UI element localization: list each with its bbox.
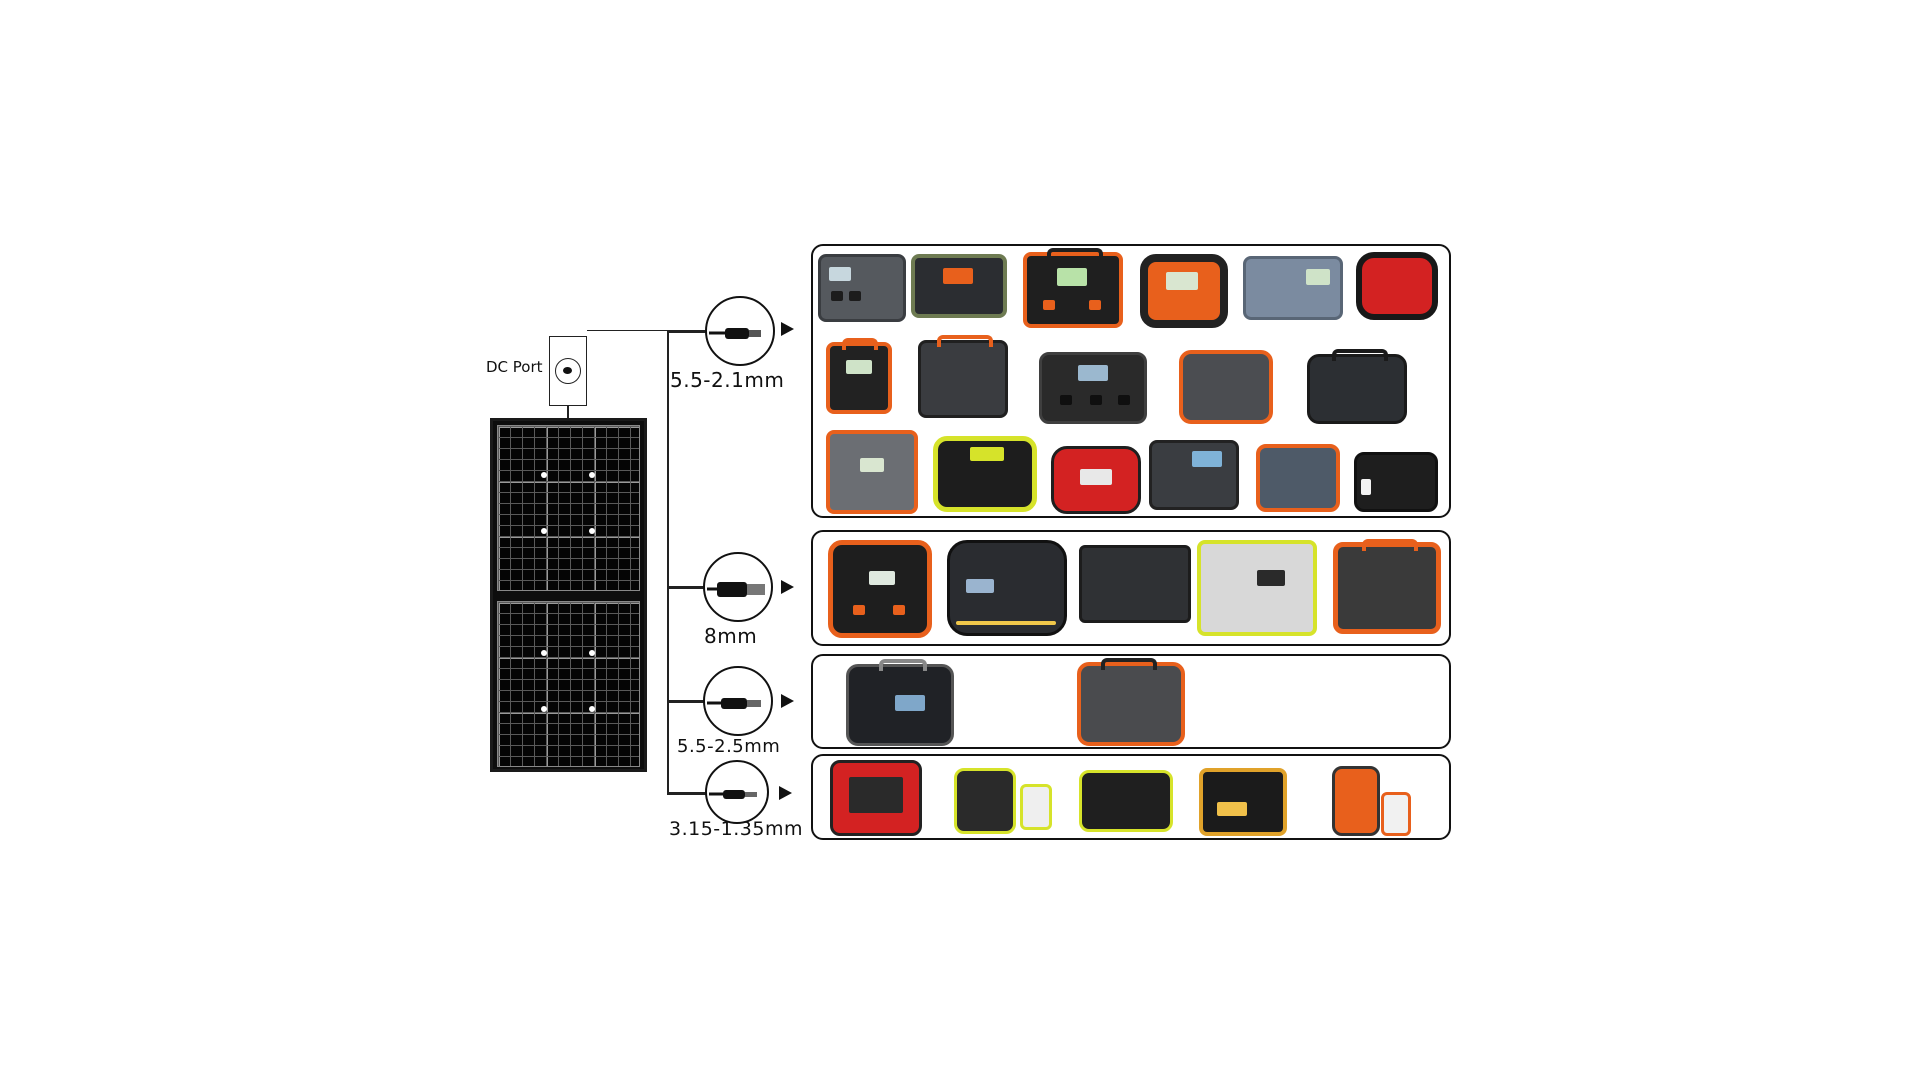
power-station-image — [1023, 248, 1123, 328]
power-station-image — [1197, 540, 1317, 636]
power-station-image — [828, 540, 932, 638]
power-station-image — [1356, 252, 1438, 320]
branch-wire-1 — [667, 330, 711, 333]
solar-panel — [490, 418, 647, 772]
solar-panel-bottom-half — [497, 601, 640, 767]
connector-5.5-2.5mm-icon — [703, 666, 773, 736]
arrow-icon — [781, 694, 794, 708]
power-station-image — [1256, 444, 1340, 512]
connector-label: 5.5-2.5mm — [677, 736, 781, 757]
power-station-image — [1332, 766, 1380, 836]
port-wire-top — [587, 330, 667, 331]
power-station-image — [826, 430, 918, 514]
power-station-image — [1149, 440, 1239, 510]
power-station-image — [947, 540, 1067, 636]
branch-wire-2 — [667, 586, 711, 589]
arrow-icon — [779, 786, 792, 800]
connector-label: 5.5-2.1mm — [670, 368, 785, 392]
arrow-icon — [781, 580, 794, 594]
solar-panel-top-half — [497, 425, 640, 591]
arrow-icon — [781, 322, 794, 336]
power-station-image — [818, 254, 906, 322]
power-station-image — [1079, 545, 1191, 623]
power-station-image — [826, 338, 892, 414]
branch-wire-4 — [667, 792, 711, 795]
power-station-image — [933, 436, 1037, 512]
power-station-lantern-image — [1381, 792, 1411, 836]
power-station-image — [1051, 446, 1141, 514]
power-station-image — [1354, 452, 1438, 512]
power-station-image — [1140, 254, 1228, 328]
dc-port — [549, 336, 587, 406]
branch-wire-3 — [667, 700, 711, 703]
power-station-image — [846, 659, 954, 746]
connector-3.15-1.35mm-icon — [705, 760, 769, 824]
power-station-image — [1333, 539, 1441, 634]
connector-8mm-icon — [703, 552, 773, 622]
power-station-image — [1039, 352, 1147, 424]
dc-port-label: DC Port — [486, 358, 543, 376]
connector-label: 8mm — [704, 624, 758, 648]
power-station-image — [954, 768, 1016, 834]
power-station-image — [1179, 350, 1273, 424]
connector-label: 3.15-1.35mm — [669, 818, 803, 840]
power-station-image — [918, 335, 1008, 418]
trunk-wire — [667, 330, 669, 794]
power-station-image — [1199, 768, 1287, 836]
power-station-image — [1079, 770, 1173, 832]
power-station-image — [911, 254, 1007, 318]
power-station-image — [830, 760, 922, 836]
power-station-image — [1077, 658, 1185, 746]
power-station-image — [1243, 256, 1343, 320]
power-station-lantern-image — [1020, 784, 1052, 830]
power-station-image — [1307, 349, 1407, 424]
connector-5.5-2.1mm-icon — [705, 296, 775, 366]
dc-port-socket-icon — [555, 358, 581, 384]
port-to-panel-wire — [567, 405, 569, 418]
